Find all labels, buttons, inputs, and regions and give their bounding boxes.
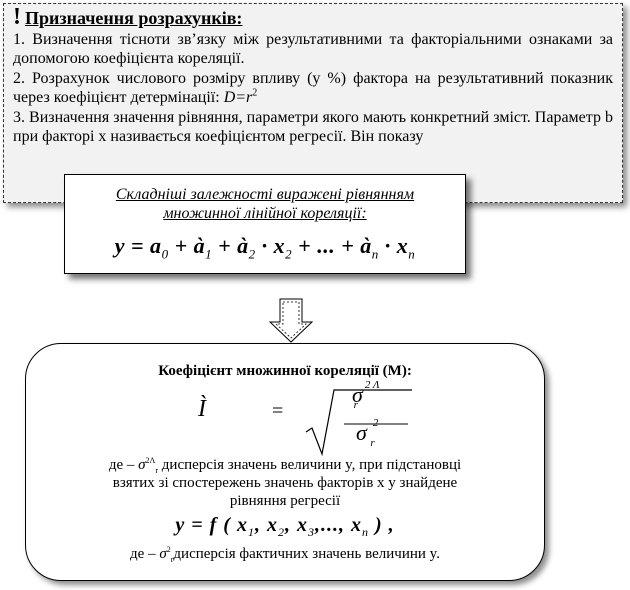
- formula-den-sub: r: [370, 437, 375, 449]
- desc-prefix: де –: [108, 457, 139, 473]
- eq-sub: 2: [248, 246, 256, 262]
- eq-part: · x: [378, 233, 409, 258]
- multiple-regression-box: Складніші залежності виражені рівнянням …: [64, 174, 466, 274]
- description-line-3: рівняння регресії: [229, 493, 341, 509]
- multiple-regression-title-line2: множинної лінійної кореляції:: [163, 205, 367, 222]
- reg-sub: n: [361, 525, 369, 539]
- reg-sub: 3: [307, 525, 315, 539]
- eq-part: + à: [212, 233, 249, 258]
- eq-part: + ... + à: [292, 233, 372, 258]
- eq-sub: 1: [205, 246, 213, 262]
- determination-exponent: 2: [252, 87, 258, 99]
- formula-num-sub: r: [353, 399, 358, 411]
- formula-equals: =: [272, 400, 284, 422]
- desc-prefix: де –: [130, 546, 160, 562]
- purpose-item-2-text: 2. Розрахунок числового розміру впливу (…: [13, 70, 613, 106]
- eq-part: y = a: [114, 233, 162, 258]
- multiple-regression-title-line1: Складніші залежності виражені рівнянням: [115, 186, 415, 203]
- purpose-item-2: 2. Розрахунок числового розміру впливу (…: [13, 69, 613, 107]
- eq-part: · x: [255, 233, 286, 258]
- desc-sigma-sup: 2: [166, 545, 171, 554]
- desc-text: дисперсія значень величини y, при підста…: [158, 457, 462, 473]
- purpose-title-text: Призначення розрахунків:: [25, 8, 243, 28]
- desc-sigma-sub: r: [155, 466, 159, 475]
- eq-sub: n: [408, 246, 416, 262]
- reg-sub: 2: [277, 525, 285, 539]
- purpose-item-1: 1. Визначення тісноти зв’язку між резуль…: [13, 31, 613, 67]
- multiple-regression-title: Складніші залежності виражені рівнянням …: [65, 185, 465, 223]
- reg-part: ,..., x: [314, 514, 362, 536]
- square-root-icon: [305, 389, 412, 457]
- eq-sub: 0: [161, 246, 169, 262]
- eq-sub: n: [371, 246, 379, 262]
- formula-num-sigma: σ: [352, 382, 363, 407]
- multiple-regression-equation: y = a0 + à1 + à2 · x2 + ... + àn · xn: [65, 233, 465, 262]
- description-line-4: де – σ2rдисперсія фактичних значень вели…: [50, 545, 520, 564]
- down-arrow-icon: [268, 298, 314, 343]
- purpose-box: !Призначення розрахунків: 1. Визначення …: [3, 3, 623, 203]
- eq-sub: 2: [285, 246, 293, 262]
- reg-part: , x: [254, 514, 278, 536]
- desc-sigma: σ: [159, 546, 167, 562]
- multiple-correlation-title: Коефіцієнт множинної кореляції (М):: [158, 363, 412, 379]
- purpose-title: !Призначення розрахунків:: [13, 4, 613, 30]
- determination-formula: D=r: [223, 89, 253, 106]
- eq-part: + à: [168, 233, 206, 258]
- formula-den-sup: 2: [372, 417, 379, 429]
- reg-sub: 1: [247, 525, 255, 539]
- formula-num-sup: 2 Λ: [364, 379, 380, 391]
- formula-lhs: Ì: [198, 396, 206, 422]
- multiple-correlation-box: Коефіцієнт множинної кореляції (М): Ì = …: [25, 343, 545, 581]
- exclamation-icon: !: [13, 4, 21, 30]
- desc-text: дисперсія фактичних значень величини y.: [173, 546, 440, 562]
- regression-function-equation: y = f ( x1, x2, x3,..., xn ) ,: [50, 514, 520, 541]
- purpose-item-3: 3. Визначення значення рівняння, парамет…: [13, 109, 613, 145]
- reg-part: ) ,: [368, 514, 395, 536]
- reg-part: y = f ( x: [175, 514, 248, 536]
- desc-sigma: σ: [138, 457, 146, 473]
- description-line-1: де – σ2Λr дисперсія значень величини y, …: [50, 456, 520, 475]
- description-line-2: взятих зі спостережень значень факторів …: [112, 475, 458, 491]
- desc-sigma-sup: 2Λ: [145, 456, 156, 465]
- desc-sigma-sub: r: [170, 555, 174, 564]
- reg-part: , x: [284, 514, 308, 536]
- formula-den-sigma: σ: [356, 420, 367, 445]
